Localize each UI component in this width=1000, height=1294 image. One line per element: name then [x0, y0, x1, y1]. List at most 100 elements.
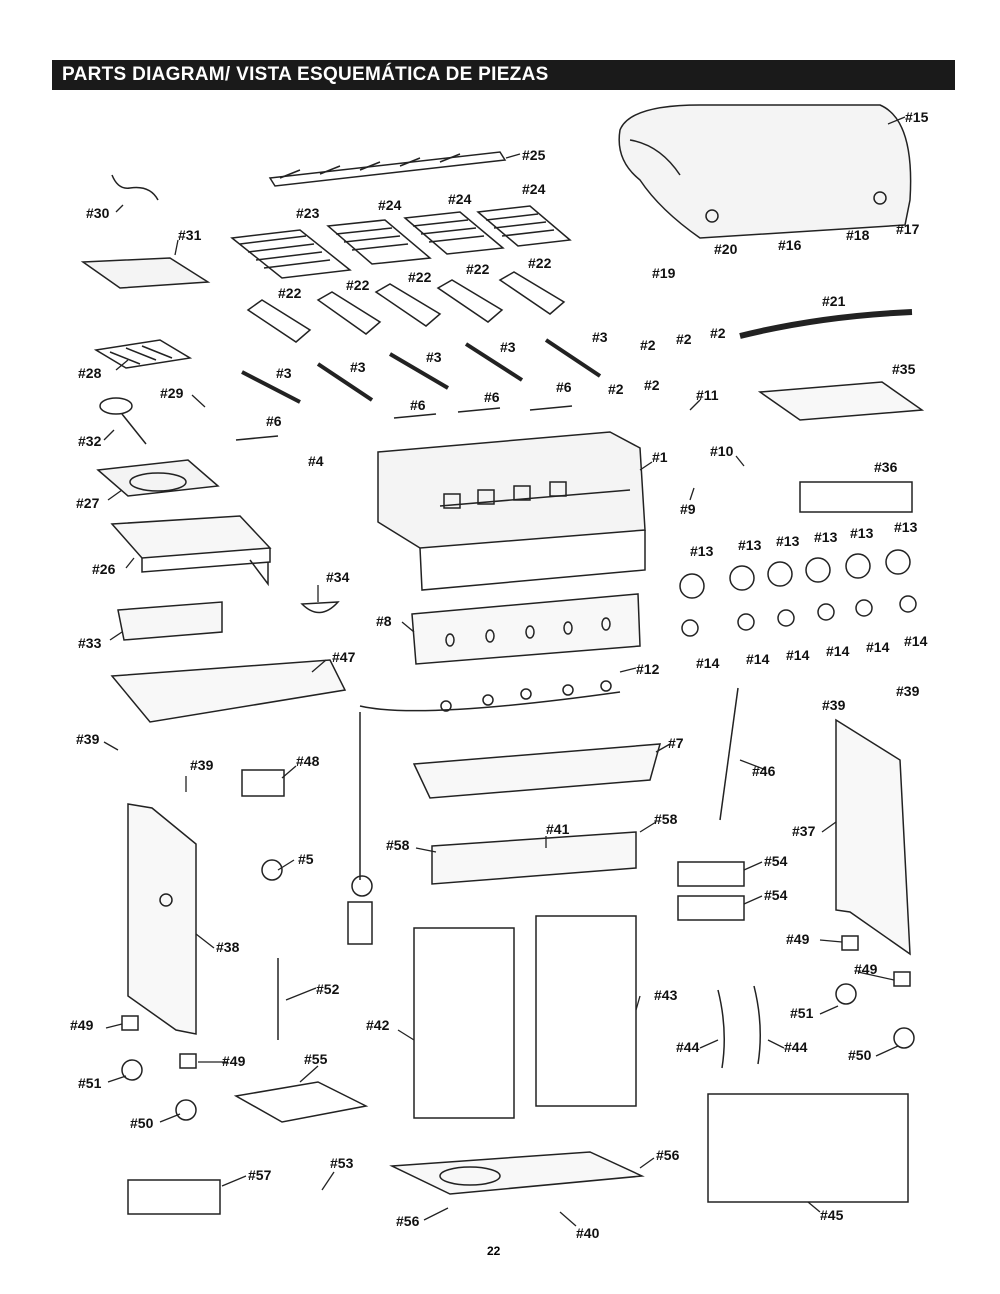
label-25: #25 — [522, 147, 546, 163]
label-14: #14 — [746, 651, 770, 667]
label-56: #56 — [656, 1147, 680, 1163]
part-door-handles — [717, 985, 761, 1069]
label-14: #14 — [696, 655, 720, 671]
label-22: #22 — [528, 255, 552, 271]
label-22: #22 — [346, 277, 370, 293]
label-29: #29 — [160, 385, 184, 401]
label-22: #22 — [466, 261, 490, 277]
part-regulator — [351, 875, 373, 897]
label-50: #50 — [130, 1115, 154, 1131]
label-3: #3 — [426, 349, 442, 365]
label-14: #14 — [866, 639, 890, 655]
label-39: #39 — [76, 731, 100, 747]
label-3: #3 — [276, 365, 292, 381]
label-45: #45 — [820, 1207, 844, 1223]
part-side-panel-box — [117, 601, 223, 641]
leader-lines — [103, 116, 906, 1227]
label-48: #48 — [296, 753, 320, 769]
label-13: #13 — [814, 529, 838, 545]
label-7: #7 — [668, 735, 684, 751]
label-14: #14 — [904, 633, 928, 649]
part-burners — [241, 338, 602, 404]
label-28: #28 — [78, 365, 102, 381]
label-2: #2 — [710, 325, 726, 341]
label-4: #4 — [308, 453, 324, 469]
label-55: #55 — [304, 1051, 328, 1067]
section-header: PARTS DIAGRAM/ VISTA ESQUEMÁTICA DE PIEZ… — [52, 60, 955, 90]
label-3: #3 — [500, 339, 516, 355]
part-grease-cup — [241, 769, 285, 797]
part-valve-cover — [412, 743, 662, 799]
part-tank-ring — [261, 859, 283, 881]
label-6: #6 — [266, 413, 282, 429]
label-20: #20 — [714, 241, 738, 257]
label-3: #3 — [350, 359, 366, 375]
part-lid-handle — [739, 309, 913, 339]
label-13: #13 — [894, 519, 918, 535]
page-number: 22 — [487, 1244, 501, 1258]
label-8: #8 — [376, 613, 392, 629]
part-cooking-grates — [230, 205, 572, 279]
label-38: #38 — [216, 939, 240, 955]
label-58: #58 — [386, 837, 410, 853]
label-9: #9 — [680, 501, 696, 517]
label-13: #13 — [690, 543, 714, 559]
label-6: #6 — [410, 397, 426, 413]
label-35: #35 — [892, 361, 916, 377]
label-14: #14 — [786, 647, 810, 663]
label-17: #17 — [896, 221, 920, 237]
part-side-burner-lid — [80, 257, 211, 289]
part-caster-feet — [121, 935, 911, 1069]
label-39: #39 — [896, 683, 920, 699]
label-19: #19 — [652, 265, 676, 281]
part-warming-rack — [268, 151, 507, 187]
part-bracket-b — [677, 895, 745, 921]
label-44: #44 — [676, 1039, 700, 1055]
label-32: #32 — [78, 433, 102, 449]
label-21: #21 — [822, 293, 846, 309]
label-51: #51 — [78, 1075, 102, 1091]
label-23: #23 — [296, 205, 320, 221]
part-side-grate — [93, 339, 193, 369]
part-side-shelf — [757, 381, 925, 421]
part-side-burner-bowl — [96, 459, 220, 497]
label-12: #12 — [636, 661, 660, 677]
label-49: #49 — [70, 1017, 94, 1033]
label-51: #51 — [790, 1005, 814, 1021]
label-43: #43 — [654, 987, 678, 1003]
label-13: #13 — [850, 525, 874, 541]
part-left-side-panel — [127, 803, 197, 1035]
label-18: #18 — [846, 227, 870, 243]
label-16: #16 — [778, 237, 802, 253]
label-2: #2 — [640, 337, 656, 353]
part-knobs — [679, 549, 911, 599]
part-right-door — [535, 915, 637, 1107]
part-control-panel — [411, 593, 641, 665]
label-53: #53 — [330, 1155, 354, 1171]
part-bezels — [681, 595, 917, 637]
label-36: #36 — [874, 459, 898, 475]
label-39: #39 — [190, 757, 214, 773]
part-lid — [618, 104, 912, 239]
label-10: #10 — [710, 443, 734, 459]
label-6: #6 — [556, 379, 572, 395]
part-bottom-tray — [110, 659, 347, 723]
label-22: #22 — [278, 285, 302, 301]
part-igniter-wire — [111, 174, 159, 201]
label-42: #42 — [366, 1017, 390, 1033]
label-57: #57 — [248, 1167, 272, 1183]
part-hang-tag — [347, 901, 373, 945]
part-heat-shield — [300, 601, 340, 614]
label-41: #41 — [546, 821, 570, 837]
label-14: #14 — [826, 643, 850, 659]
label-24: #24 — [378, 197, 402, 213]
label-15: #15 — [905, 109, 929, 125]
label-2: #2 — [608, 381, 624, 397]
label-30: #30 — [86, 205, 110, 221]
part-valve-manifold — [359, 680, 621, 712]
label-37: #37 — [792, 823, 816, 839]
label-2: #2 — [644, 377, 660, 393]
label-54: #54 — [764, 853, 788, 869]
part-right-side-panel — [835, 718, 911, 956]
